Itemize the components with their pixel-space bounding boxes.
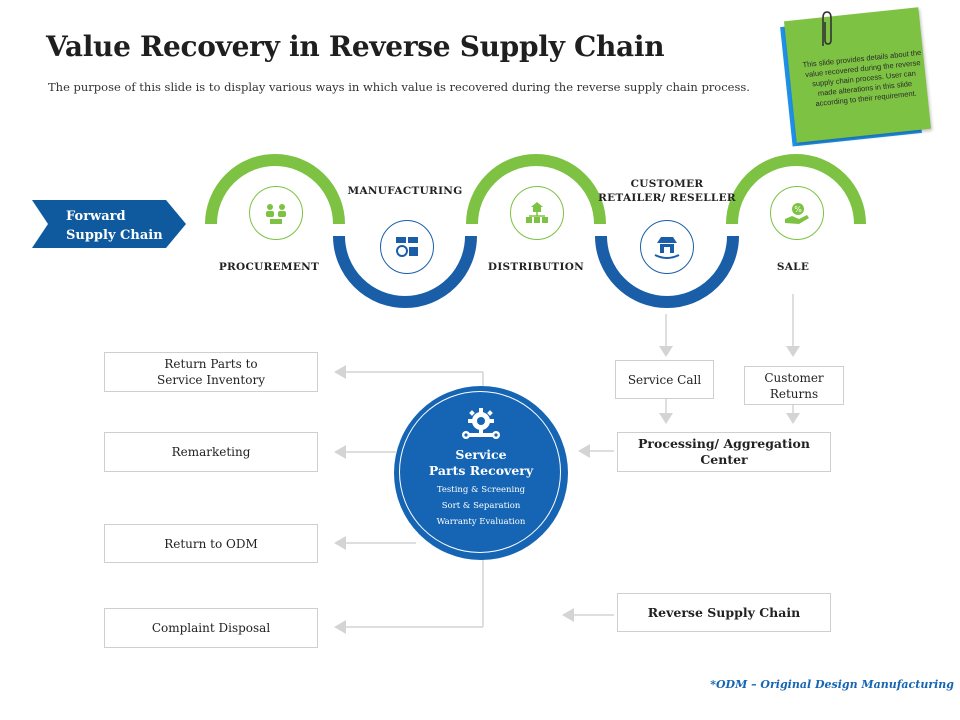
procurement-icon xyxy=(266,204,286,224)
stage-distribution: DISTRIBUTION xyxy=(487,261,585,273)
box-customer-returns-line2: Returns xyxy=(769,386,819,401)
box-processing-center: Processing/ Aggregation Center xyxy=(617,432,831,472)
arc-distribution xyxy=(466,154,606,225)
distribution-icon-circle xyxy=(510,186,564,240)
customer-icon-circle xyxy=(640,220,694,274)
arc-manufacturing xyxy=(333,235,477,308)
box-service-call: Service Call xyxy=(615,360,714,399)
forward-ribbon-label: Forward Supply Chain xyxy=(66,207,163,245)
forward-ribbon xyxy=(32,200,186,248)
procurement-icon-circle xyxy=(249,186,303,240)
page-title: Value Recovery in Reverse Supply Chain xyxy=(46,30,665,63)
stage-customer-line2: RETAILER/ RESELLER xyxy=(598,192,736,204)
forward-ribbon-line2: Supply Chain xyxy=(66,228,163,243)
hub-title-line2: Parts Recovery xyxy=(428,463,534,478)
hub-title: Service Parts Recovery xyxy=(414,447,548,479)
box-return-parts-line2: Service Inventory xyxy=(157,373,265,387)
stage-customer-line1: CUSTOMER xyxy=(630,178,704,190)
manufacturing-icon xyxy=(396,237,418,257)
box-remarketing: Remarketing xyxy=(104,432,318,472)
sale-icon: % xyxy=(785,203,809,224)
hub-item-sort: Sort & Separation xyxy=(441,501,521,511)
box-return-parts-line1: Return Parts to xyxy=(164,357,258,371)
hub-title-line1: Service xyxy=(455,447,507,462)
box-complaint-disposal: Complaint Disposal xyxy=(104,608,318,648)
hub-item-warranty: Warranty Evaluation xyxy=(436,517,526,527)
sticky-note: This slide provides details about the va… xyxy=(780,6,950,156)
manufacturing-icon-circle xyxy=(380,220,434,274)
stage-procurement: PROCUREMENT xyxy=(218,261,320,273)
gear-wrench-icon xyxy=(462,408,500,439)
box-return-odm: Return to ODM xyxy=(104,524,318,563)
box-customer-returns: Customer Returns xyxy=(744,366,844,405)
box-return-parts: Return Parts to Service Inventory xyxy=(104,352,318,392)
store-icon xyxy=(654,237,680,259)
svg-text:%: % xyxy=(794,205,802,214)
footnote: *ODM – Original Design Manufacturing xyxy=(710,678,954,691)
arc-customer xyxy=(595,235,739,308)
page-subtitle: The purpose of this slide is to display … xyxy=(48,80,750,94)
hub-inner-ring xyxy=(399,391,561,553)
distribution-icon xyxy=(526,202,548,223)
arc-sale xyxy=(726,154,866,225)
stage-customer: CUSTOMER RETAILER/ RESELLER xyxy=(592,177,742,205)
box-customer-returns-line1: Customer xyxy=(764,370,824,385)
box-reverse-supply-chain: Reverse Supply Chain xyxy=(617,593,831,632)
forward-ribbon-line1: Forward xyxy=(66,209,126,224)
stage-sale: SALE xyxy=(776,261,810,273)
arc-procurement xyxy=(205,154,345,225)
paperclip-icon xyxy=(822,11,832,46)
sale-icon-circle: % xyxy=(770,186,824,240)
stage-manufacturing: MANUFACTURING xyxy=(347,185,463,197)
hub-item-testing: Testing & Screening xyxy=(436,485,526,495)
